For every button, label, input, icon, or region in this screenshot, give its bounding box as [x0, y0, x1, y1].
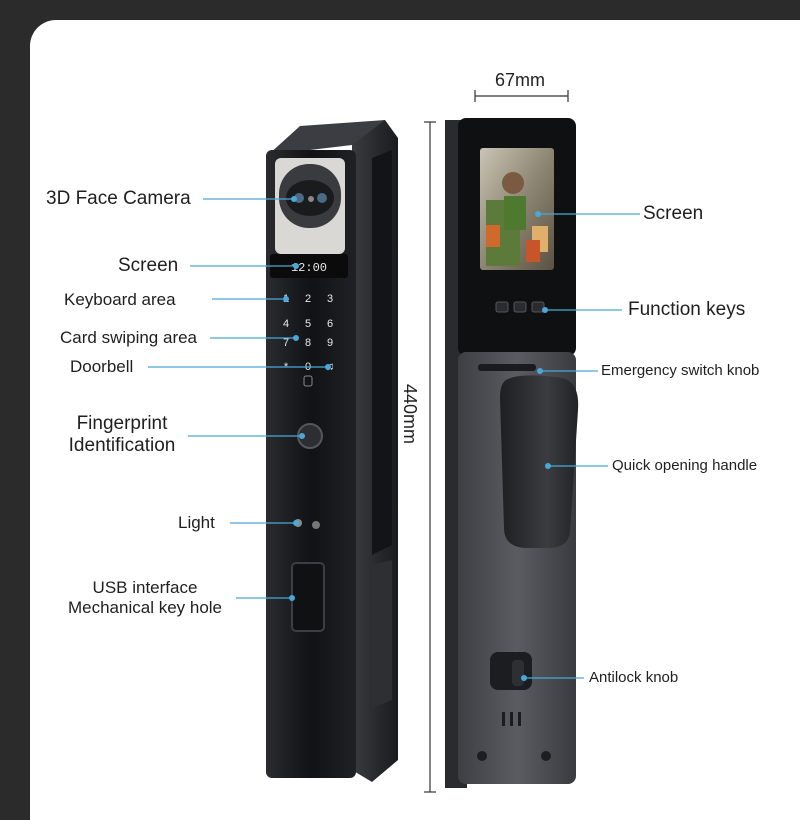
label-face-camera: 3D Face Camera	[46, 188, 191, 209]
antilock-knob	[490, 652, 532, 690]
label-function-keys: Function keys	[628, 299, 746, 320]
label-antilock-knob: Antilock knob	[589, 669, 679, 686]
screw-icon	[477, 751, 487, 761]
front-lock: 12:00 1 2 3 4 5 6 7 8 9 * 0 ♫	[266, 120, 398, 782]
content-card	[30, 20, 800, 820]
key-7: 7	[283, 337, 289, 349]
leader-lines	[148, 198, 640, 679]
usb-keyhole-cover	[291, 562, 325, 632]
front-lock-top	[268, 120, 385, 155]
front-lock-face	[266, 150, 356, 778]
emergency-knob	[478, 364, 536, 371]
function-key-3	[531, 301, 545, 313]
key-2: 2	[305, 293, 311, 305]
label-usb-keyhole: USB interface Mechanical key hole	[58, 578, 232, 617]
leader-dots	[283, 196, 551, 681]
label-fingerprint: Fingerprint Identification	[58, 413, 186, 457]
label-card-area: Card swiping area	[60, 328, 198, 347]
label-screen-back: Screen	[643, 203, 704, 224]
key-4: 4	[283, 318, 289, 330]
label-usb-line2: Mechanical key hole	[67, 597, 223, 617]
product-illustration: 12:00 1 2 3 4 5 6 7 8 9 * 0 ♫	[148, 70, 640, 793]
front-lock-side-lower	[372, 560, 392, 708]
function-key-2	[513, 301, 527, 313]
label-fingerprint-line2: Identification	[68, 434, 176, 456]
function-keys	[495, 301, 545, 313]
back-lock	[445, 118, 579, 788]
key-8: 8	[305, 337, 311, 349]
quick-opening-handle	[500, 375, 579, 548]
dimension-lines	[424, 90, 569, 793]
key-9: 9	[327, 337, 333, 349]
label-light: Light	[178, 513, 215, 532]
key-3: 3	[327, 293, 333, 305]
key-5: 5	[305, 318, 311, 330]
front-screen-time: 12:00	[291, 261, 327, 275]
label-fingerprint-line1: Fingerprint	[76, 413, 168, 434]
front-lock-side-slot	[372, 150, 392, 555]
front-screen	[270, 254, 348, 278]
lock-icon	[303, 375, 313, 387]
label-emergency-knob: Emergency switch knob	[601, 362, 760, 379]
speaker-icon	[502, 712, 505, 726]
dimension-width: 67mm	[495, 70, 545, 90]
key-6: 6	[327, 318, 333, 330]
label-usb-line1: USB interface	[92, 578, 198, 597]
label-screen-front: Screen	[118, 255, 179, 276]
dimension-height: 440mm	[400, 384, 420, 444]
label-keyboard-area: Keyboard area	[64, 290, 176, 309]
label-quick-handle: Quick opening handle	[612, 457, 758, 474]
function-key-1	[495, 301, 509, 313]
label-doorbell: Doorbell	[70, 357, 134, 376]
